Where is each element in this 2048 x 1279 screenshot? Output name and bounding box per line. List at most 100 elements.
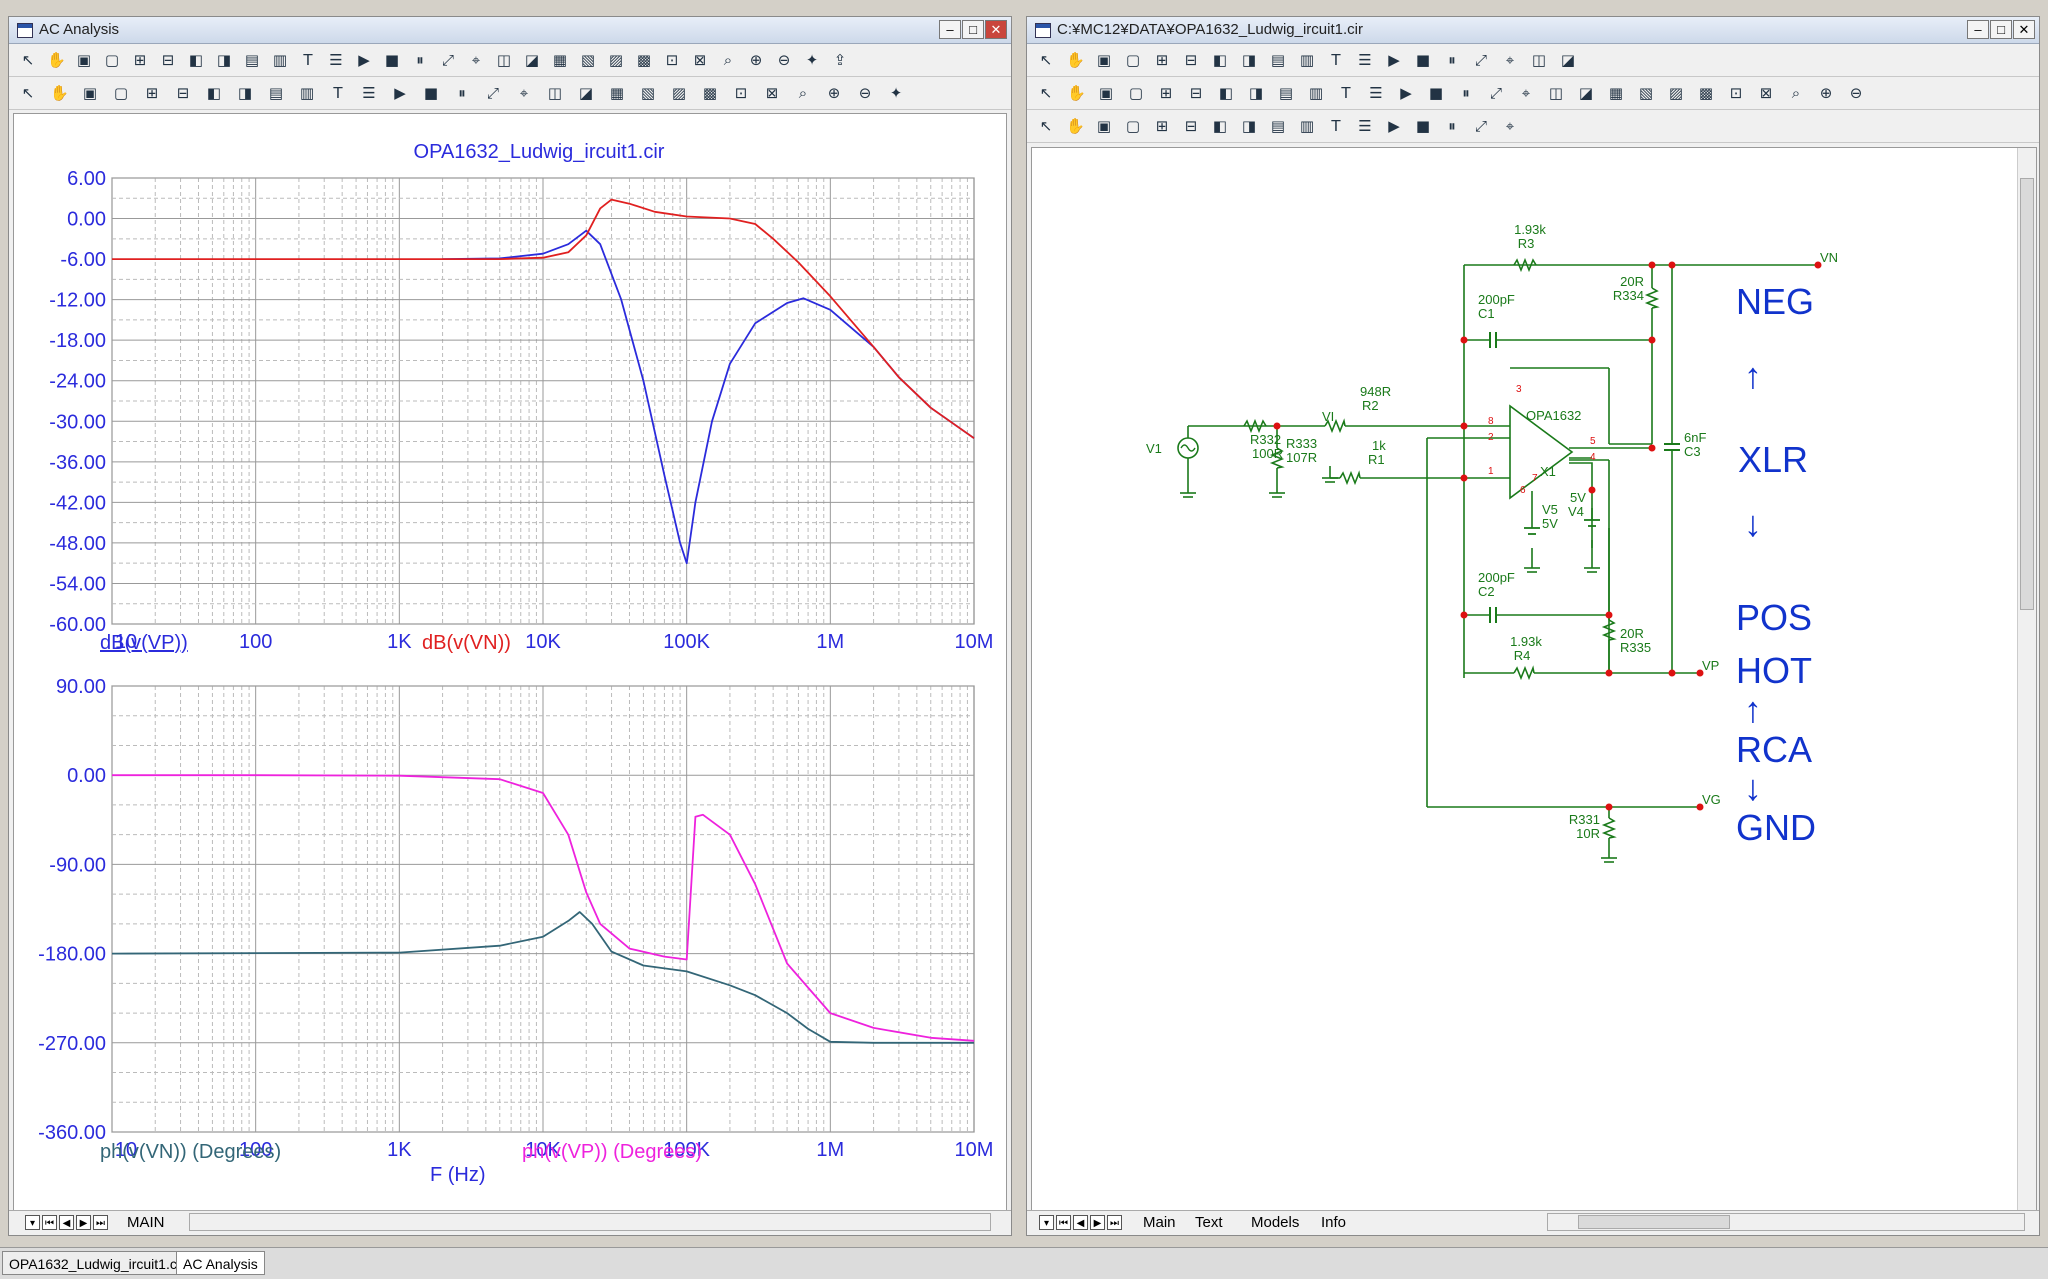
grid-icon[interactable]: ⌖ <box>1505 51 1515 69</box>
series-line-1-0[interactable] <box>111 911 974 1044</box>
align-bottom-icon[interactable]: ✦ <box>889 84 903 102</box>
bookmark-icon[interactable]: ◪ <box>1578 84 1594 102</box>
minimize-button[interactable]: – <box>1967 20 1989 39</box>
help-icon[interactable]: ■ <box>1415 51 1431 69</box>
zoom-icon[interactable]: ✋ <box>1067 84 1086 102</box>
component-icon[interactable]: ◧ <box>1212 51 1228 69</box>
junction-icon[interactable]: ◨ <box>1248 84 1264 102</box>
warning-icon[interactable]: ▤ <box>1278 84 1294 102</box>
plot-grid-icon[interactable]: ⊟ <box>161 51 175 69</box>
schematic-hscroll[interactable] <box>1547 1213 2025 1231</box>
font-color-icon[interactable]: ▧ <box>640 84 656 102</box>
plot-hscroll[interactable] <box>189 1213 991 1231</box>
tracker-icon[interactable]: ⤢ <box>441 51 454 69</box>
data-point-icon[interactable]: ◪ <box>524 51 540 69</box>
grid-1-icon[interactable]: ↖ <box>21 84 35 102</box>
zoom-box-icon[interactable]: ⊞ <box>133 51 147 69</box>
window-icon[interactable]: ▢ <box>104 51 120 69</box>
ac-analysis-titlebar[interactable]: AC Analysis – □ ✕ <box>9 17 1011 44</box>
fit-icon[interactable]: ■ <box>423 84 439 102</box>
plot-xy-icon[interactable]: ▤ <box>244 51 260 69</box>
redo-icon[interactable]: ⊡ <box>1729 84 1743 102</box>
ungroup-icon[interactable]: ⊖ <box>1849 84 1863 102</box>
zoom-out-icon[interactable]: ⊖ <box>777 51 791 69</box>
series-line-1-1[interactable] <box>112 774 975 1042</box>
pan-icon[interactable]: ✋ <box>47 51 66 69</box>
nav-last-button[interactable]: ⏭ <box>93 1215 108 1230</box>
graph-1-icon[interactable]: ▦ <box>552 51 568 69</box>
rotate-icon[interactable]: ⤢ <box>1489 84 1502 102</box>
tab-info[interactable]: Info <box>1321 1214 1347 1231</box>
peak-icon[interactable]: ▣ <box>82 84 98 102</box>
export-icon[interactable]: ✋ <box>1066 117 1085 135</box>
page-icon[interactable]: ☰ <box>1369 84 1383 102</box>
paste-icon[interactable]: ▩ <box>702 84 718 102</box>
schematic-canvas[interactable]: 1.93k R3 20R R334 200pF C1 948R R2 OPA16… <box>1031 147 2037 1213</box>
edit-icon[interactable]: ◧ <box>1212 117 1228 135</box>
part-icon[interactable]: ◨ <box>1241 51 1257 69</box>
wire-tool-icon[interactable]: ⊟ <box>1189 84 1203 102</box>
task-schematic[interactable]: OPA1632_Ludwig_ircuit1.cir <box>2 1251 192 1275</box>
export-icon[interactable]: ⇪ <box>833 51 847 69</box>
zoom-in-icon[interactable]: ⤢ <box>486 84 499 102</box>
delete-icon[interactable]: ⊠ <box>1759 84 1773 102</box>
zoom-fit-icon[interactable]: ⊟ <box>1184 117 1198 135</box>
maximize-button[interactable]: □ <box>1990 20 2012 39</box>
step-icon[interactable]: ◫ <box>1548 84 1564 102</box>
legend-phvp[interactable]: ph(v(VP)) (Degrees) <box>522 1141 702 1163</box>
zoom-in-icon[interactable]: ⊕ <box>749 51 763 69</box>
nav-prev-button[interactable]: ◀ <box>1073 1215 1088 1230</box>
zoom-out-icon[interactable]: ⌖ <box>519 84 529 102</box>
v1-source[interactable] <box>1177 437 1199 459</box>
flip-icon[interactable]: ⌖ <box>1521 84 1531 102</box>
diagonal-wire-icon[interactable]: ⊞ <box>1155 51 1169 69</box>
tab-models[interactable]: Models <box>1251 1214 1300 1231</box>
grid-menu-icon[interactable]: T <box>1341 84 1351 102</box>
run-icon[interactable]: ▣ <box>1098 84 1114 102</box>
schematic-titlebar[interactable]: C:¥MC12¥DATA¥OPA1632_Ludwig_ircuit1.cir … <box>1027 17 2039 44</box>
properties-icon[interactable]: ◪ <box>1560 51 1576 69</box>
info-icon[interactable]: ✋ <box>1066 51 1085 69</box>
plot-scale-icon[interactable]: ◧ <box>188 51 204 69</box>
global-low-icon[interactable]: ▥ <box>299 84 315 102</box>
align-middle-icon[interactable]: ⤢ <box>1474 117 1487 135</box>
copy-icon[interactable]: ▨ <box>671 84 687 102</box>
nav-prev-page-button[interactable]: ⏮ <box>1056 1215 1071 1230</box>
wire-icon[interactable]: ▣ <box>1096 51 1112 69</box>
data-label-icon[interactable]: ◫ <box>496 51 512 69</box>
font-color-icon[interactable]: T <box>1331 117 1341 135</box>
stop-icon[interactable]: ■ <box>384 51 400 69</box>
align-top-icon[interactable]: ⏸ <box>1448 117 1456 135</box>
mirror-icon[interactable]: ⏸ <box>1462 84 1470 102</box>
binoculars-icon[interactable]: ▧ <box>1638 84 1654 102</box>
grid-menu-icon[interactable]: T <box>333 84 343 102</box>
grid-options-icon[interactable]: ◪ <box>578 84 594 102</box>
merge-icon[interactable]: ⊠ <box>693 51 707 69</box>
window-icon[interactable]: ▥ <box>1299 51 1315 69</box>
global-high-icon[interactable]: ▤ <box>268 84 284 102</box>
align-right-icon[interactable]: ■ <box>1415 117 1431 135</box>
high-icon[interactable]: ⊞ <box>145 84 159 102</box>
pan-icon[interactable]: ↖ <box>1039 84 1053 102</box>
zoom-fit-icon[interactable]: ◫ <box>547 84 563 102</box>
print-icon[interactable]: ↖ <box>1039 117 1053 135</box>
nav-prev-button[interactable]: ◀ <box>59 1215 74 1230</box>
bus-icon[interactable]: ◫ <box>1531 51 1547 69</box>
flag-icon[interactable]: ⊟ <box>1184 51 1198 69</box>
low-icon[interactable]: ⊟ <box>176 84 190 102</box>
rescale-icon[interactable]: ☰ <box>362 84 376 102</box>
legend-dbvn[interactable]: dB(v(VN)) <box>422 632 511 654</box>
find-icon[interactable]: ▦ <box>1608 84 1624 102</box>
grid-options-icon[interactable]: ▤ <box>1270 117 1286 135</box>
run-icon[interactable]: ▶ <box>358 51 370 69</box>
align-right-icon[interactable]: ⌕ <box>798 84 808 102</box>
clear-icon[interactable]: ▣ <box>1096 117 1112 135</box>
align-bottom-icon[interactable]: ⌖ <box>1505 117 1515 135</box>
select-icon[interactable]: ↖ <box>1039 51 1053 69</box>
plot-tile-icon[interactable]: ◨ <box>216 51 232 69</box>
tab-main[interactable]: MAIN <box>127 1214 165 1231</box>
nav-first-button[interactable]: ▾ <box>1039 1215 1054 1230</box>
zoom-in-icon[interactable]: ▢ <box>1125 117 1141 135</box>
scale-icon[interactable]: ▣ <box>76 51 92 69</box>
